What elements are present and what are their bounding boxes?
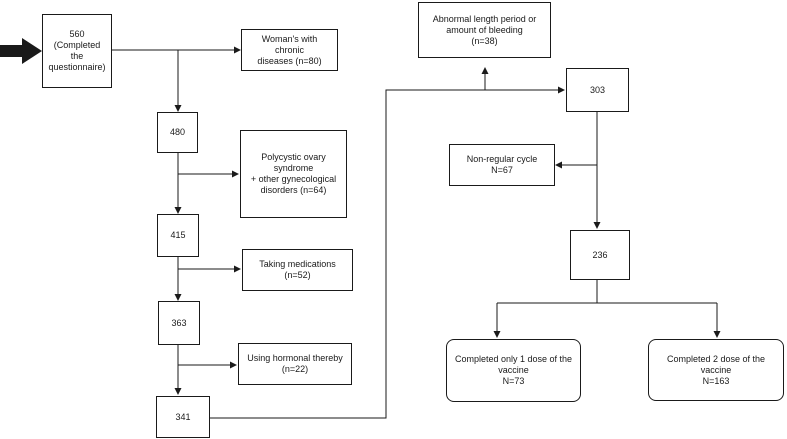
node-two-dose: Completed 2 dose of the vaccine N=163 — [648, 339, 784, 401]
node-one-dose: Completed only 1 dose of the vaccine N=7… — [446, 339, 581, 402]
node-non-regular: Non-regular cycle N=67 — [449, 144, 555, 186]
node-480: 480 — [157, 112, 198, 153]
node-pcos: Polycystic ovary syndrome + other gyneco… — [240, 130, 347, 218]
node-chronic-diseases: Woman's with chronic diseases (n=80) — [241, 29, 338, 71]
node-hormonal: Using hormonal thereby (n=22) — [238, 343, 352, 385]
node-abnormal-period: Abnormal length period or amount of blee… — [418, 2, 551, 58]
node-303: 303 — [566, 68, 629, 112]
node-completed-questionnaire: 560 (Completed the questionnaire) — [42, 14, 112, 88]
connector-341-303 — [210, 86, 565, 419]
node-236: 236 — [570, 230, 630, 280]
entry-arrow-icon — [0, 38, 42, 64]
node-363: 363 — [158, 301, 200, 345]
node-medications: Taking medications (n=52) — [242, 249, 353, 291]
node-341: 341 — [156, 396, 210, 438]
node-415: 415 — [157, 214, 199, 257]
